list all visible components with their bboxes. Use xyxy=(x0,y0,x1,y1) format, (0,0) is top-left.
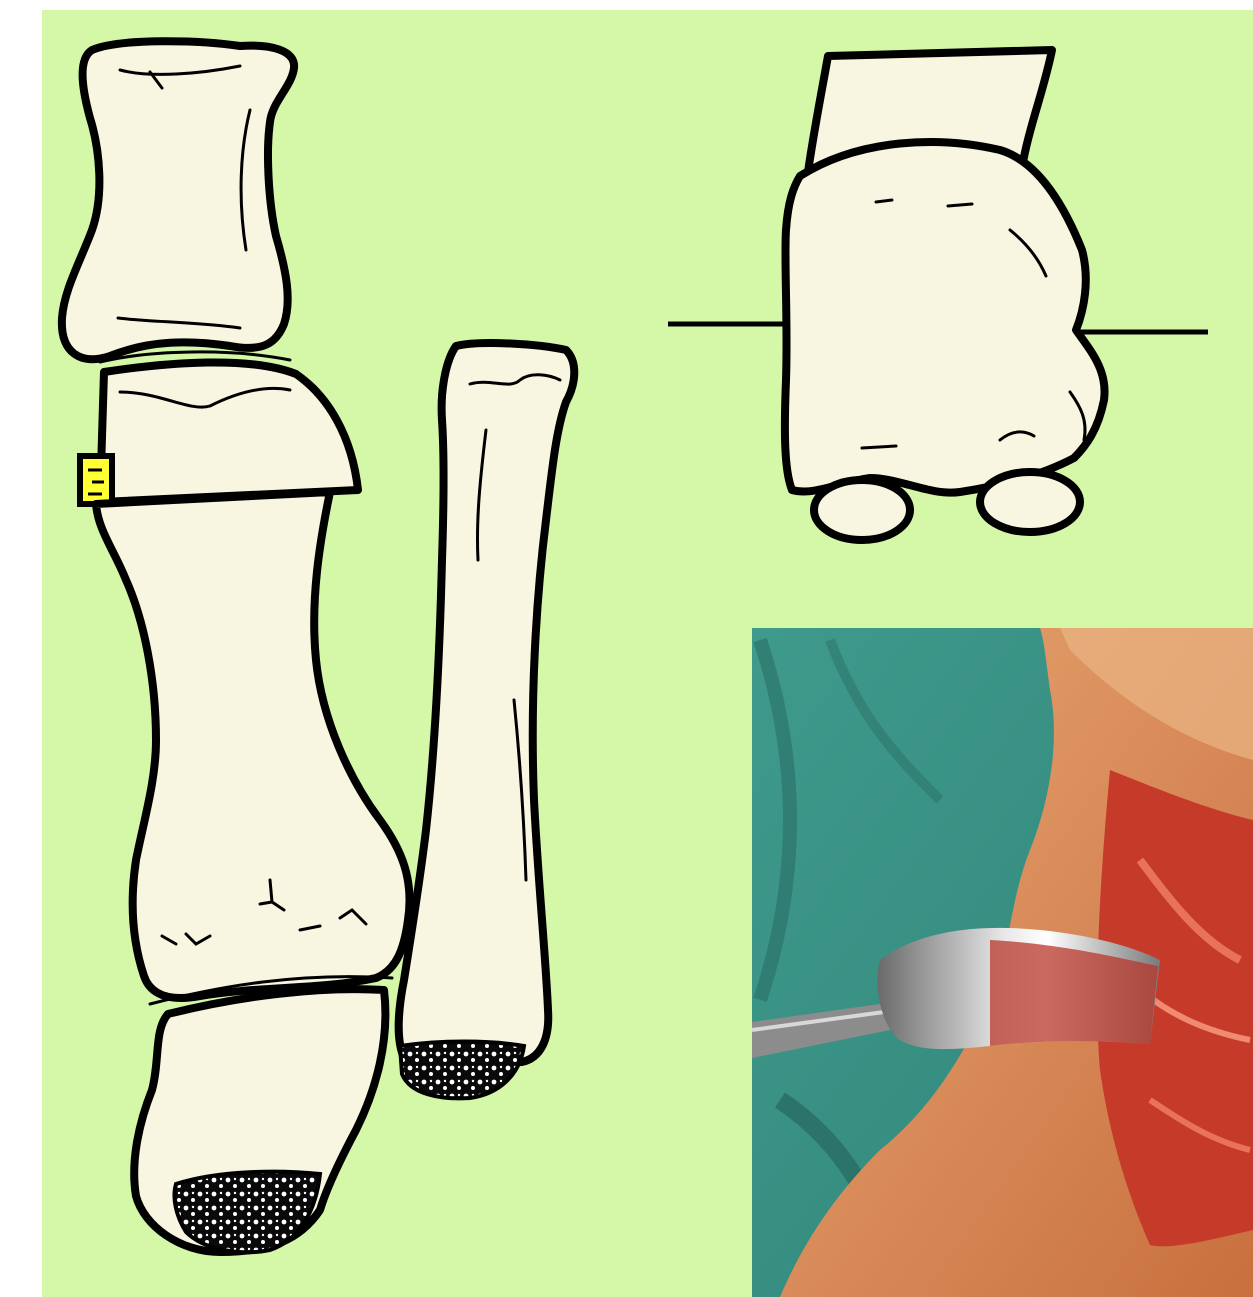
metatarsal-head-axial xyxy=(785,142,1105,493)
proximal-phalanx xyxy=(62,41,294,359)
sesamoid-right xyxy=(980,472,1080,532)
intraoperative-photo xyxy=(752,628,1253,1297)
sesamoid-left xyxy=(814,480,910,540)
graft-marker xyxy=(80,456,112,504)
